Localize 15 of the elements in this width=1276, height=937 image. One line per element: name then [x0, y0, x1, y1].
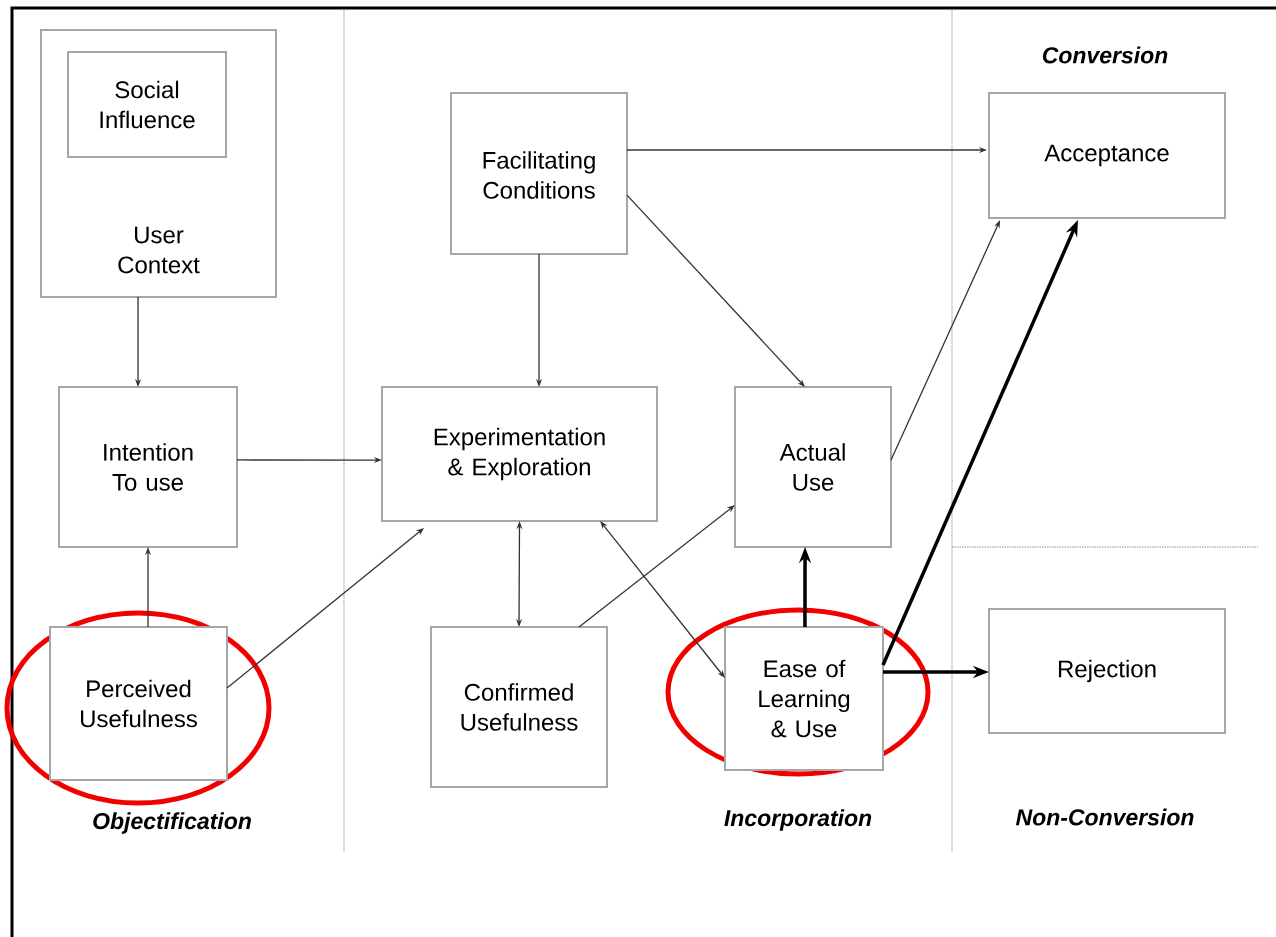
process-box: Acceptance: [988, 92, 1226, 219]
stage-label: Incorporation: [724, 809, 872, 831]
arrow: [578, 505, 735, 628]
process-box: Perceived Usefulness: [49, 626, 228, 781]
process-box: Rejection: [988, 608, 1226, 734]
process-box: Social Influence: [67, 51, 227, 158]
stage-label: Non-Conversion: [1016, 808, 1194, 826]
process-box: Intention To use: [58, 386, 238, 548]
process-box: Facilitating Conditions: [450, 92, 628, 255]
process-box: Experimentation & Exploration: [381, 386, 658, 522]
process-box: Ease of Learning & Use: [724, 626, 884, 771]
stage-label: Objectification: [93, 812, 251, 834]
process-box: Actual Use: [734, 386, 892, 548]
process-box: Confirmed Usefulness: [430, 626, 608, 788]
stage-label: Conversion: [1042, 46, 1168, 64]
